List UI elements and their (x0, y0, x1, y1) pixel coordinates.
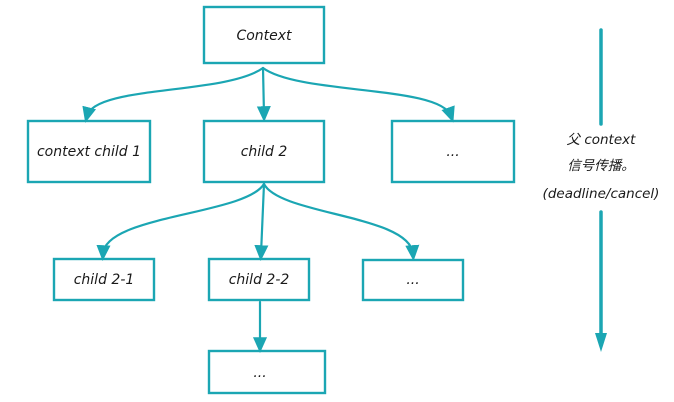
down-arrow-icon (595, 333, 607, 352)
propagation-note-line-1: 父 context (567, 132, 637, 148)
propagation-note-line-2: 信号传播。 (567, 158, 635, 174)
node-child-3-label: ... (446, 144, 459, 160)
node-child-2-2-1-label: ... (253, 365, 266, 381)
node-child-3: ... (390, 119, 516, 184)
edge-root-to-child3 (261, 66, 455, 123)
node-child-2-3: ... (361, 258, 465, 302)
node-context: Context (202, 5, 326, 65)
node-context-label: Context (236, 28, 292, 44)
edge-child2-to-child2-2 (254, 182, 269, 262)
node-context-child-1-label: context child 1 (37, 144, 141, 160)
node-context-child-1: context child 1 (26, 119, 152, 184)
node-child-2-3-label: ... (406, 272, 419, 288)
node-child-2-label: child 2 (241, 144, 288, 160)
edge-child2-to-child2-1 (96, 182, 266, 262)
edge-root-to-child1 (82, 66, 265, 123)
node-child-2-2-1: ... (207, 349, 327, 395)
edge-child2-to-child2-3 (262, 182, 420, 262)
propagation-note-line-3: (deadline/cancel) (543, 186, 660, 202)
node-child-2-2-label: child 2-2 (229, 272, 290, 288)
node-child-2-1-label: child 2-1 (74, 272, 135, 288)
node-child-2-1: child 2-1 (52, 257, 156, 302)
node-child-2: child 2 (202, 119, 326, 184)
node-child-2-2: child 2-2 (207, 257, 311, 302)
edge-root-to-child2 (256, 66, 271, 123)
